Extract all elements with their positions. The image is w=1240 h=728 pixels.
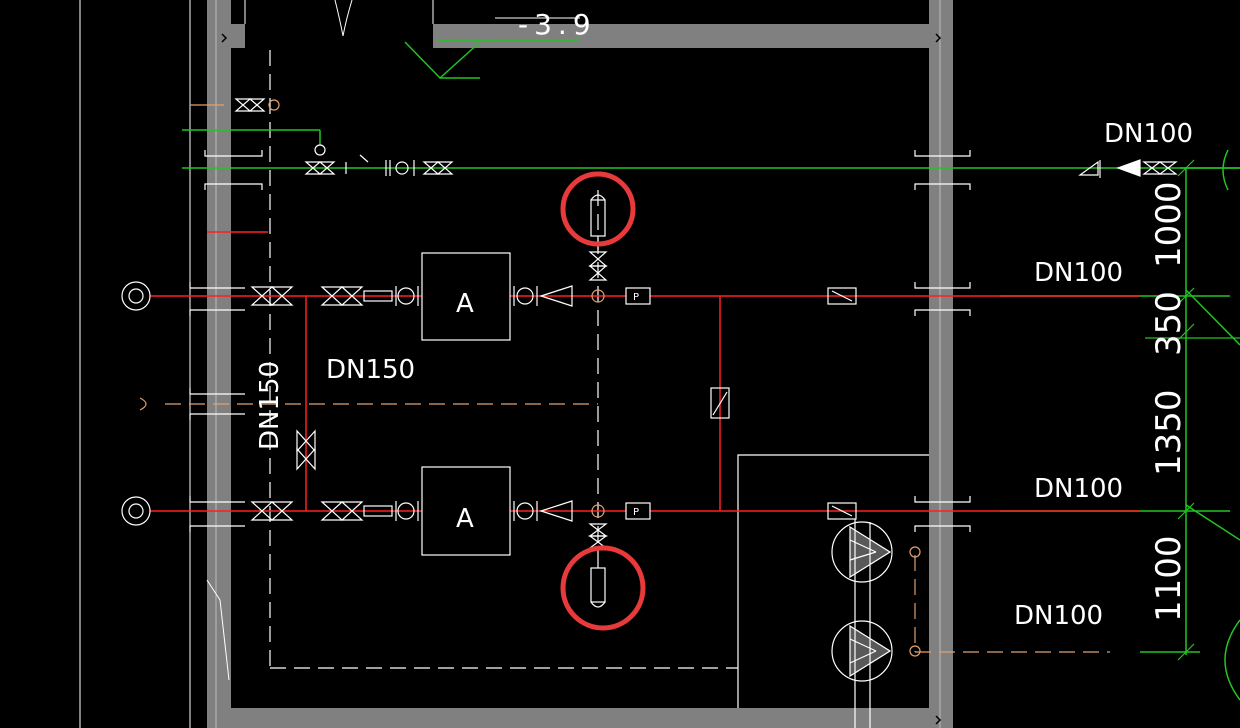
dn-label-pump: DN100: [1014, 601, 1103, 631]
dim-350: 350: [1149, 291, 1189, 356]
drain-line: [139, 397, 1110, 653]
top-left-valve: [190, 98, 280, 112]
expansion-vessel-bottom[interactable]: [588, 523, 608, 608]
dn-label-bypass: DN150: [326, 355, 415, 385]
dn-label-row2: DN100: [1034, 474, 1123, 504]
flow-meters: [710, 287, 857, 520]
pump-enclosure: [737, 454, 929, 708]
pump-1[interactable]: [831, 519, 921, 728]
pressure-gauge-bottom[interactable]: P: [625, 502, 651, 520]
supply-pipes: [150, 231, 1140, 512]
dim-1000: 1000: [1149, 181, 1189, 268]
sheet-border-lines: [79, 0, 434, 728]
dim-1100: 1100: [1149, 535, 1189, 622]
tank-top-label: A: [456, 289, 474, 319]
elevation-marker: -3.9: [404, 8, 597, 80]
row2-valves: [250, 500, 605, 522]
inlet-caps: [121, 281, 151, 526]
pump-2[interactable]: [831, 620, 921, 682]
highlight-circle-top: [560, 171, 636, 247]
elevation-label: -3.9: [518, 8, 597, 41]
tank-bottom-label: A: [456, 504, 474, 534]
highlight-markers: [560, 171, 646, 631]
tank-bottom[interactable]: A: [421, 466, 511, 556]
room-walls: [207, 0, 953, 728]
dim-1350: 1350: [1149, 389, 1189, 476]
highlight-circle-bottom: [560, 545, 646, 631]
dn-label-bypass-vertical: DN150: [255, 361, 285, 450]
tank-top[interactable]: A: [421, 252, 511, 341]
gauge-bottom-label: P: [633, 507, 639, 518]
water-line-valves: [304, 144, 1178, 178]
row1-valves: [250, 285, 605, 307]
wall-sleeves: [189, 150, 971, 532]
pipe-labels: DN100 DN100 DN100 DN100 DN150 DN150: [255, 119, 1193, 631]
dn-label-row1: DN100: [1034, 258, 1123, 288]
wall-opening: [206, 579, 230, 681]
gauge-top-label: P: [633, 292, 639, 303]
dimension-chain: 1000 350 1350 1100: [1145, 159, 1240, 661]
bypass-valve: [296, 429, 316, 471]
dn-label-top-right: DN100: [1104, 119, 1193, 149]
pressure-gauge-top[interactable]: P: [625, 287, 651, 305]
